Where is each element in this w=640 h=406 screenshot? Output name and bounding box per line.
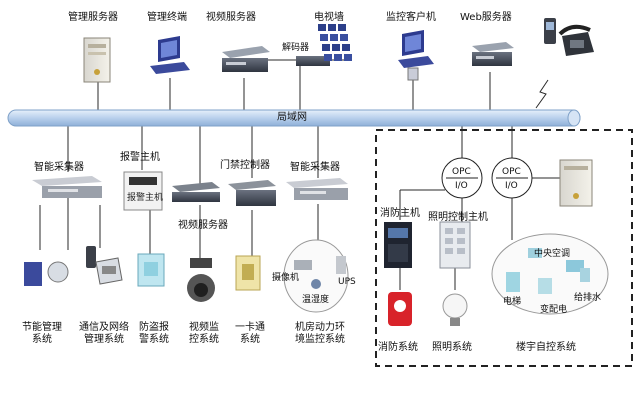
monitor-client-icon: [398, 30, 434, 81]
fire-extinguisher-icon: [388, 292, 412, 326]
management-terminal-icon: [150, 36, 190, 74]
label-management-server: 管理服务器: [68, 12, 118, 23]
opc-2-top: OPC: [502, 167, 521, 177]
antitheft-alarm-icon: [137, 253, 165, 287]
label-env-system: 机房动力环境监控系统: [295, 322, 345, 345]
bas-server-icon: [559, 159, 593, 207]
env-monitor-cluster: [283, 239, 349, 313]
connection-lines: [39, 59, 560, 290]
label-elevator: 电梯: [503, 297, 522, 307]
label-tv-wall: 电视墙: [314, 12, 344, 23]
lan-bus: [7, 109, 581, 127]
label-camera: 摄像机: [272, 273, 300, 283]
label-management-terminal: 管理终端: [147, 12, 187, 23]
opc-1-top: OPC: [452, 167, 471, 177]
label-door-controller: 门禁控制器: [220, 160, 270, 171]
label-fire-host: 消防主机: [380, 208, 420, 219]
mobile-phone-icon: [544, 18, 556, 44]
label-antitheft-system: 防盗报警系统: [139, 322, 169, 345]
label-power-distribution: 变配电: [540, 305, 568, 315]
bas-device-cluster: [491, 233, 609, 315]
lighting-control-host-icon: [439, 221, 471, 269]
smart-collector-2-icon: [286, 178, 348, 200]
opc-io-1: [441, 157, 483, 199]
video-server-mid-icon: [172, 182, 220, 202]
label-video-system: 视频监控系统: [189, 322, 219, 345]
label-card-system: 一卡通系统: [235, 322, 265, 345]
comm-network-icon: [86, 246, 123, 285]
label-ups: UPS: [338, 277, 356, 287]
opc-2-bottom: I/O: [505, 181, 518, 191]
label-smart-collector-1: 智能采集器: [34, 162, 84, 173]
label-bas-system: 楼宇自控系统: [516, 342, 576, 353]
label-video-server-mid: 视频服务器: [178, 220, 228, 231]
video-camera-dome-icon: [187, 258, 215, 302]
card-reader-icon: [235, 255, 261, 291]
video-server-top-icon: [222, 46, 270, 72]
web-server-icon: [472, 42, 514, 66]
alarm-host-icon: [123, 171, 163, 211]
label-smart-collector-2: 智能采集器: [290, 162, 340, 173]
telephone-icon: [558, 24, 594, 56]
label-lan: 局域网: [277, 112, 307, 123]
label-monitor-client: 监控客户机: [386, 12, 436, 23]
opc-1-bottom: I/O: [455, 181, 468, 191]
label-energy-system: 节能管理系统: [22, 322, 62, 345]
opc-io-2: [491, 157, 533, 199]
label-video-server-top: 视频服务器: [206, 12, 256, 23]
tv-wall-icon: [318, 24, 352, 61]
door-controller-icon: [228, 180, 276, 206]
energy-system-icon: [24, 261, 69, 286]
label-decoder: 解码器: [282, 43, 310, 53]
label-temp-humidity: 温湿度: [302, 295, 330, 305]
label-fire-system: 消防系统: [378, 342, 418, 353]
decoder-icon: [296, 56, 330, 66]
bas-region-border: [375, 129, 633, 367]
label-lighting-host: 照明控制主机: [428, 212, 488, 223]
smart-collector-1-icon: [32, 176, 102, 198]
label-hvac: 中央空调: [534, 249, 571, 259]
light-bulb-icon: [442, 293, 468, 326]
label-web-server: Web服务器: [460, 12, 512, 23]
label-water: 给排水: [574, 293, 602, 303]
alarm-box-text: 报警主机: [127, 193, 164, 203]
fire-host-icon: [384, 222, 412, 268]
label-comm-system: 通信及网络管理系统: [79, 322, 129, 345]
label-lighting-system: 照明系统: [432, 342, 472, 353]
label-alarm-host: 报警主机: [120, 152, 160, 163]
management-server-icon: [83, 37, 111, 83]
